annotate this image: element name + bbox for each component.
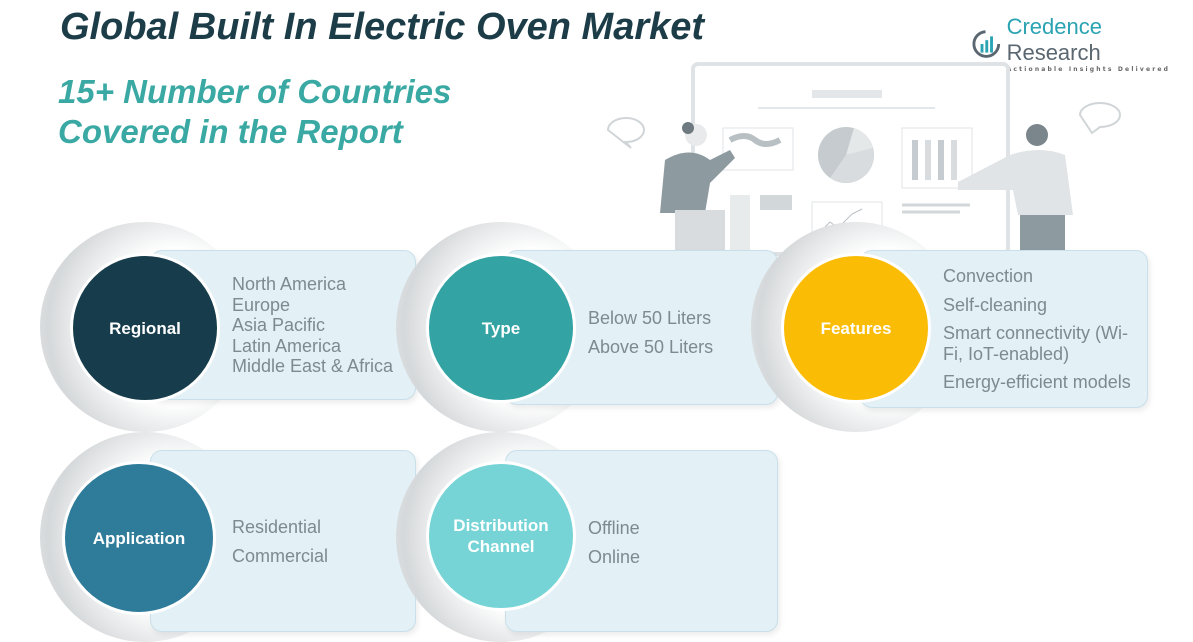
segment-item: Convection [943, 266, 1034, 286]
segment-items-regional: North America Europe Asia Pacific Latin … [232, 274, 393, 377]
logo-tagline: Actionable Insights Delivered [1006, 66, 1171, 73]
segment-item: Offline [588, 518, 640, 538]
segment-item: Residential [232, 517, 322, 537]
segment-item: Self-cleaning [943, 294, 1048, 315]
segment-items-application: Residential Commercial [232, 513, 328, 571]
segment-circle-distribution: Distribution Channel [426, 461, 576, 611]
segment-item: North America [232, 274, 347, 294]
logo-name: Credence Research [1006, 14, 1102, 65]
segment-items-features: Convection Self-cleaning Smart connectiv… [943, 266, 1143, 393]
segment-item: Smart connectivity (Wi-Fi, IoT-enabled) [943, 323, 1129, 364]
segment-item: Asia Pacific [232, 315, 326, 335]
segment-items-distribution: Offline Online [588, 514, 640, 572]
segment-item: Latin America [232, 335, 342, 356]
segment-circle-regional: Regional [70, 253, 220, 403]
credence-research-logo: Credence Research Actionable Insights De… [972, 14, 1193, 73]
subtitle-line: 15+ Number of Countries [58, 73, 452, 110]
segment-circle-type: Type [426, 253, 576, 403]
segment-circle-features: Features [781, 253, 931, 403]
segment-circle-application: Application [62, 461, 216, 615]
segment-item: Energy-efficient models [943, 372, 1131, 392]
segment-item: Online [588, 547, 641, 567]
subtitle-line: Covered in the Report [58, 113, 403, 150]
segment-item: Commercial [232, 546, 329, 566]
segment-item: Below 50 Liters [588, 308, 712, 328]
logo-bars-icon [972, 29, 1001, 58]
segment-item: Middle East & Africa [232, 356, 394, 376]
page-title: Global Built In Electric Oven Market [60, 6, 705, 48]
segment-item: Above 50 Liters [588, 337, 714, 357]
segment-items-type: Below 50 Liters Above 50 Liters [588, 304, 713, 362]
segment-item: Europe [232, 294, 291, 315]
